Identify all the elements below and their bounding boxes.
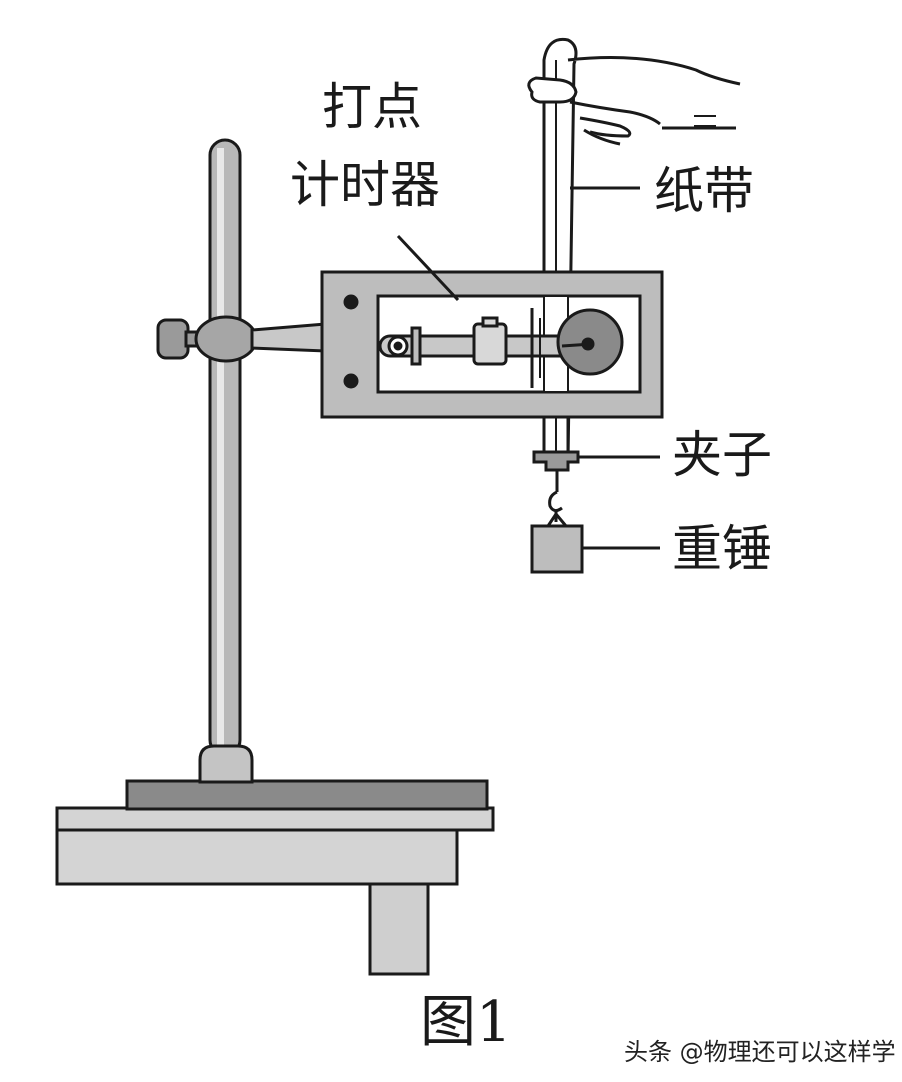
screw-hole (343, 294, 359, 310)
watermark: 头条 @物理还可以这样学 (624, 1038, 896, 1066)
screw-hole (343, 373, 359, 389)
timer-label-leader (396, 234, 460, 302)
stand-base (125, 779, 489, 811)
coil-block (472, 322, 508, 366)
table-top (55, 806, 495, 832)
clamp-knob (156, 318, 190, 360)
table-apron (55, 828, 459, 886)
spark-timer (320, 270, 664, 419)
figure-caption: 图1 (420, 990, 512, 1055)
timer-label-line1: 打点 (322, 78, 422, 136)
rod-foot-collar (198, 744, 254, 784)
stand-rod (208, 138, 242, 757)
table-leg (368, 880, 430, 976)
clip-label: 夹子 (672, 426, 772, 484)
weight-label: 重锤 (672, 520, 772, 578)
timer-label-line2: 计时器 (290, 156, 440, 214)
heavy-weight (530, 524, 584, 574)
clip (532, 450, 580, 472)
paper-tape-label: 纸带 (654, 162, 754, 220)
clamp-boss (194, 315, 258, 363)
weight-shackle (546, 511, 568, 527)
paper-tape-lower (542, 415, 570, 459)
table (55, 806, 495, 976)
hand (527, 56, 741, 146)
